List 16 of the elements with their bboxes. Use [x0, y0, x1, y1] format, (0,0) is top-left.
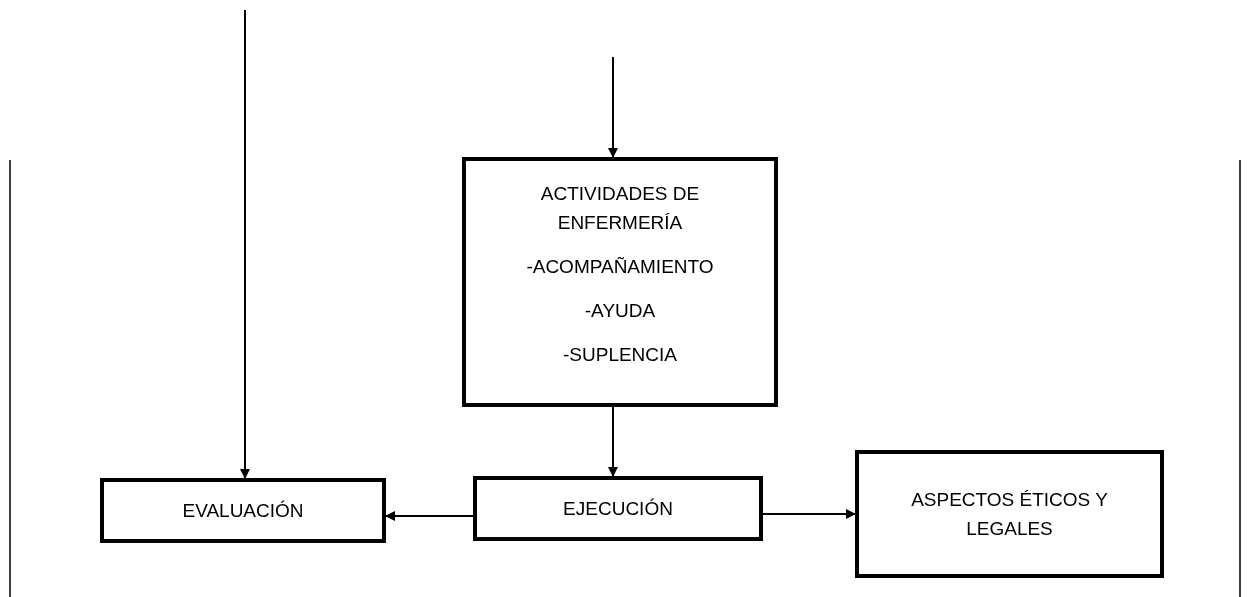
- arrow: [608, 406, 618, 477]
- arrow: [608, 56, 618, 158]
- box-text: ACTIVIDADES DE ENFERMERÍA: [539, 182, 701, 235]
- process-box: [473, 476, 763, 541]
- process-box: [462, 157, 778, 407]
- box-text: -SUPLENCIA: [563, 343, 677, 367]
- arrow: [385, 511, 474, 521]
- box-text: EJECUCIÓN: [563, 497, 673, 521]
- arrow: [762, 509, 856, 519]
- box-text: ASPECTOS ÉTICOS Y LEGALES: [910, 488, 1109, 541]
- process-box: [100, 478, 386, 543]
- arrow: [240, 9, 250, 479]
- box-text: EVALUACIÓN: [182, 499, 304, 523]
- box-text: -AYUDA: [584, 299, 656, 323]
- box-text: -ACOMPAÑAMIENTO: [526, 255, 714, 279]
- process-box: [855, 450, 1164, 578]
